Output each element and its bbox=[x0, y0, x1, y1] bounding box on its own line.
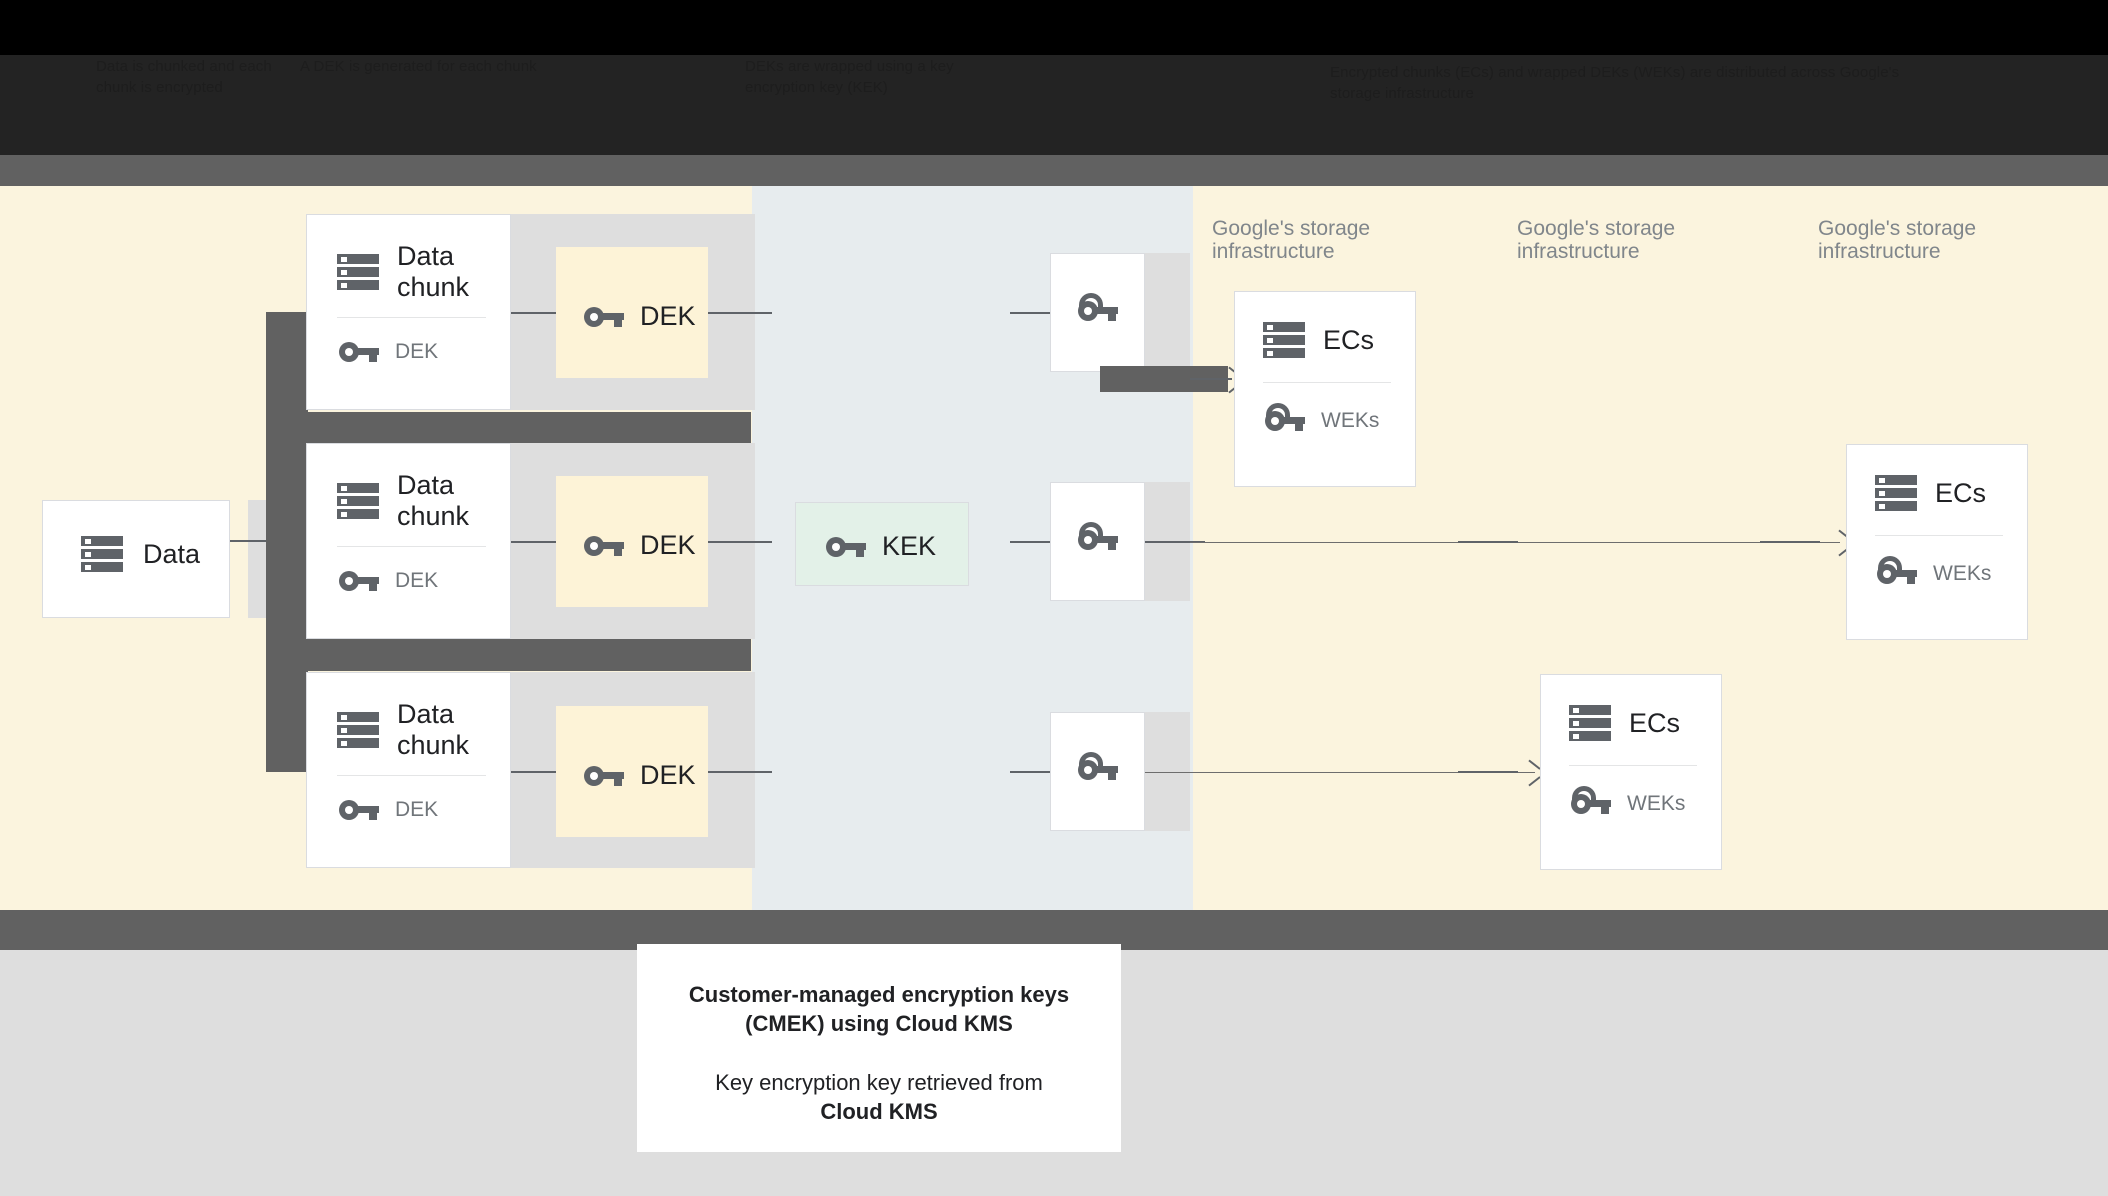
chunk-card-2: Data chunk DEK bbox=[306, 443, 511, 639]
ec-card-3: ECs WEKs bbox=[1540, 674, 1722, 870]
lower-grey-rule bbox=[0, 910, 2108, 950]
long-connector-row3 bbox=[1145, 772, 1535, 773]
server-stack-icon bbox=[1263, 320, 1305, 360]
connector-dek2-kek bbox=[708, 541, 772, 543]
kek-box: KEK bbox=[795, 502, 969, 586]
connector-chunk2-dek2 bbox=[511, 541, 556, 543]
dek-box-1: DEK bbox=[556, 247, 708, 378]
dek-box-label: DEK bbox=[640, 530, 696, 560]
legend-band bbox=[0, 55, 2108, 155]
wrapped-key-icon bbox=[1078, 752, 1118, 781]
legend-text-chunking: Data is chunked and each chunk is encryp… bbox=[96, 58, 272, 96]
wek-card-2 bbox=[1050, 482, 1145, 601]
card-divider bbox=[337, 317, 486, 318]
server-stack-icon bbox=[81, 534, 123, 574]
legend-text-storage: Encrypted chunks (ECs) and wrapped DEKs … bbox=[1330, 64, 1900, 102]
caption-line-1: Customer-managed encryption keys bbox=[688, 982, 1070, 1007]
data-card-label: Data bbox=[143, 538, 201, 569]
dek-box-2: DEK bbox=[556, 476, 708, 607]
chunk-card-1: Data chunk DEK bbox=[306, 214, 511, 410]
connector-segment-right bbox=[1760, 541, 1820, 543]
card-divider bbox=[337, 775, 486, 776]
caption-line-3: Key encryption key retrieved from bbox=[715, 1070, 1043, 1095]
wrapped-key-icon bbox=[1078, 522, 1118, 551]
data-card: Data bbox=[42, 500, 230, 618]
card-divider bbox=[1569, 765, 1697, 766]
connector-kek-wek2 bbox=[1010, 541, 1070, 543]
wek-card-3 bbox=[1050, 712, 1145, 831]
ec-card-2: ECs WEKs bbox=[1846, 444, 2028, 640]
key-icon bbox=[339, 341, 379, 363]
ec-card-key-label: WEKs bbox=[1627, 792, 1686, 815]
connector-to-ec1 bbox=[1190, 378, 1232, 380]
card-divider bbox=[1875, 535, 2003, 536]
legend-text-dek: A DEK is generated for each chunk bbox=[300, 58, 537, 75]
caption-card: Customer-managed encryption keys (CMEK) … bbox=[637, 944, 1121, 1152]
split-bracket-arm-1 bbox=[266, 412, 751, 447]
key-icon bbox=[584, 535, 624, 557]
card-divider bbox=[1263, 382, 1391, 383]
wrapped-key-icon bbox=[1571, 786, 1611, 815]
chunk-card-key-label: DEK bbox=[395, 798, 439, 821]
connector-wek2-out bbox=[1145, 541, 1205, 543]
ec-card-key-label: WEKs bbox=[1933, 562, 1992, 585]
chunk-card-title: Data chunk bbox=[397, 241, 470, 302]
chunk-card-key-label: DEK bbox=[395, 569, 439, 592]
legend-text-kek: DEKs are wrapped using a key encryption … bbox=[745, 58, 954, 96]
ec-card-1: ECs WEKs bbox=[1234, 291, 1416, 487]
connector-dek1-wek1 bbox=[708, 312, 772, 314]
connector-segment-mid bbox=[1458, 541, 1518, 543]
caption-line-4: Cloud KMS bbox=[820, 1099, 938, 1124]
wek-card-1 bbox=[1050, 253, 1145, 372]
dek-box-label: DEK bbox=[640, 760, 696, 790]
connector-chunk1-dek1 bbox=[511, 312, 556, 314]
storage-label-3: Google's storage infrastructure bbox=[1517, 217, 1676, 263]
ec-card-title: ECs bbox=[1629, 707, 1681, 738]
caption-line-2: (CMEK) using Cloud KMS bbox=[745, 1011, 1013, 1036]
chunk-card-key-label: DEK bbox=[395, 340, 439, 363]
key-icon bbox=[339, 799, 379, 821]
ec-card-title: ECs bbox=[1323, 324, 1375, 355]
server-stack-icon bbox=[337, 481, 379, 521]
split-bracket-arm-2 bbox=[266, 636, 751, 671]
chunk-card-title: Data chunk bbox=[397, 470, 470, 531]
chunk-card-title: Data chunk bbox=[397, 699, 470, 760]
wrapped-key-icon bbox=[1877, 556, 1917, 585]
dek-box-3: DEK bbox=[556, 706, 708, 837]
connector-dek3-wek3 bbox=[708, 771, 772, 773]
ec-card-title: ECs bbox=[1935, 477, 1987, 508]
key-icon bbox=[584, 765, 624, 787]
dek-box-label: DEK bbox=[640, 301, 696, 331]
key-icon bbox=[826, 536, 866, 558]
wrapped-key-icon bbox=[1265, 403, 1305, 432]
connector-segment-row3 bbox=[1458, 771, 1518, 773]
split-bracket-spine bbox=[266, 312, 308, 772]
upper-grey-rule bbox=[0, 155, 2108, 186]
server-stack-icon bbox=[337, 252, 379, 292]
kek-box-label: KEK bbox=[882, 531, 937, 561]
wrapped-key-icon bbox=[1078, 293, 1118, 322]
card-divider bbox=[337, 546, 486, 547]
chunk-card-3: Data chunk DEK bbox=[306, 672, 511, 868]
connector-wek1-in bbox=[1010, 312, 1070, 314]
key-icon bbox=[584, 306, 624, 328]
server-stack-icon bbox=[1569, 703, 1611, 743]
server-stack-icon bbox=[337, 710, 379, 750]
connector-chunk3-dek3 bbox=[511, 771, 556, 773]
storage-label-2: Google's storage infrastructure bbox=[1818, 217, 1977, 263]
ec-card-key-label: WEKs bbox=[1321, 409, 1380, 432]
storage-label-1: Google's storage infrastructure bbox=[1212, 217, 1371, 263]
connector-wek3-in bbox=[1010, 771, 1070, 773]
key-icon bbox=[339, 570, 379, 592]
server-stack-icon bbox=[1875, 473, 1917, 513]
